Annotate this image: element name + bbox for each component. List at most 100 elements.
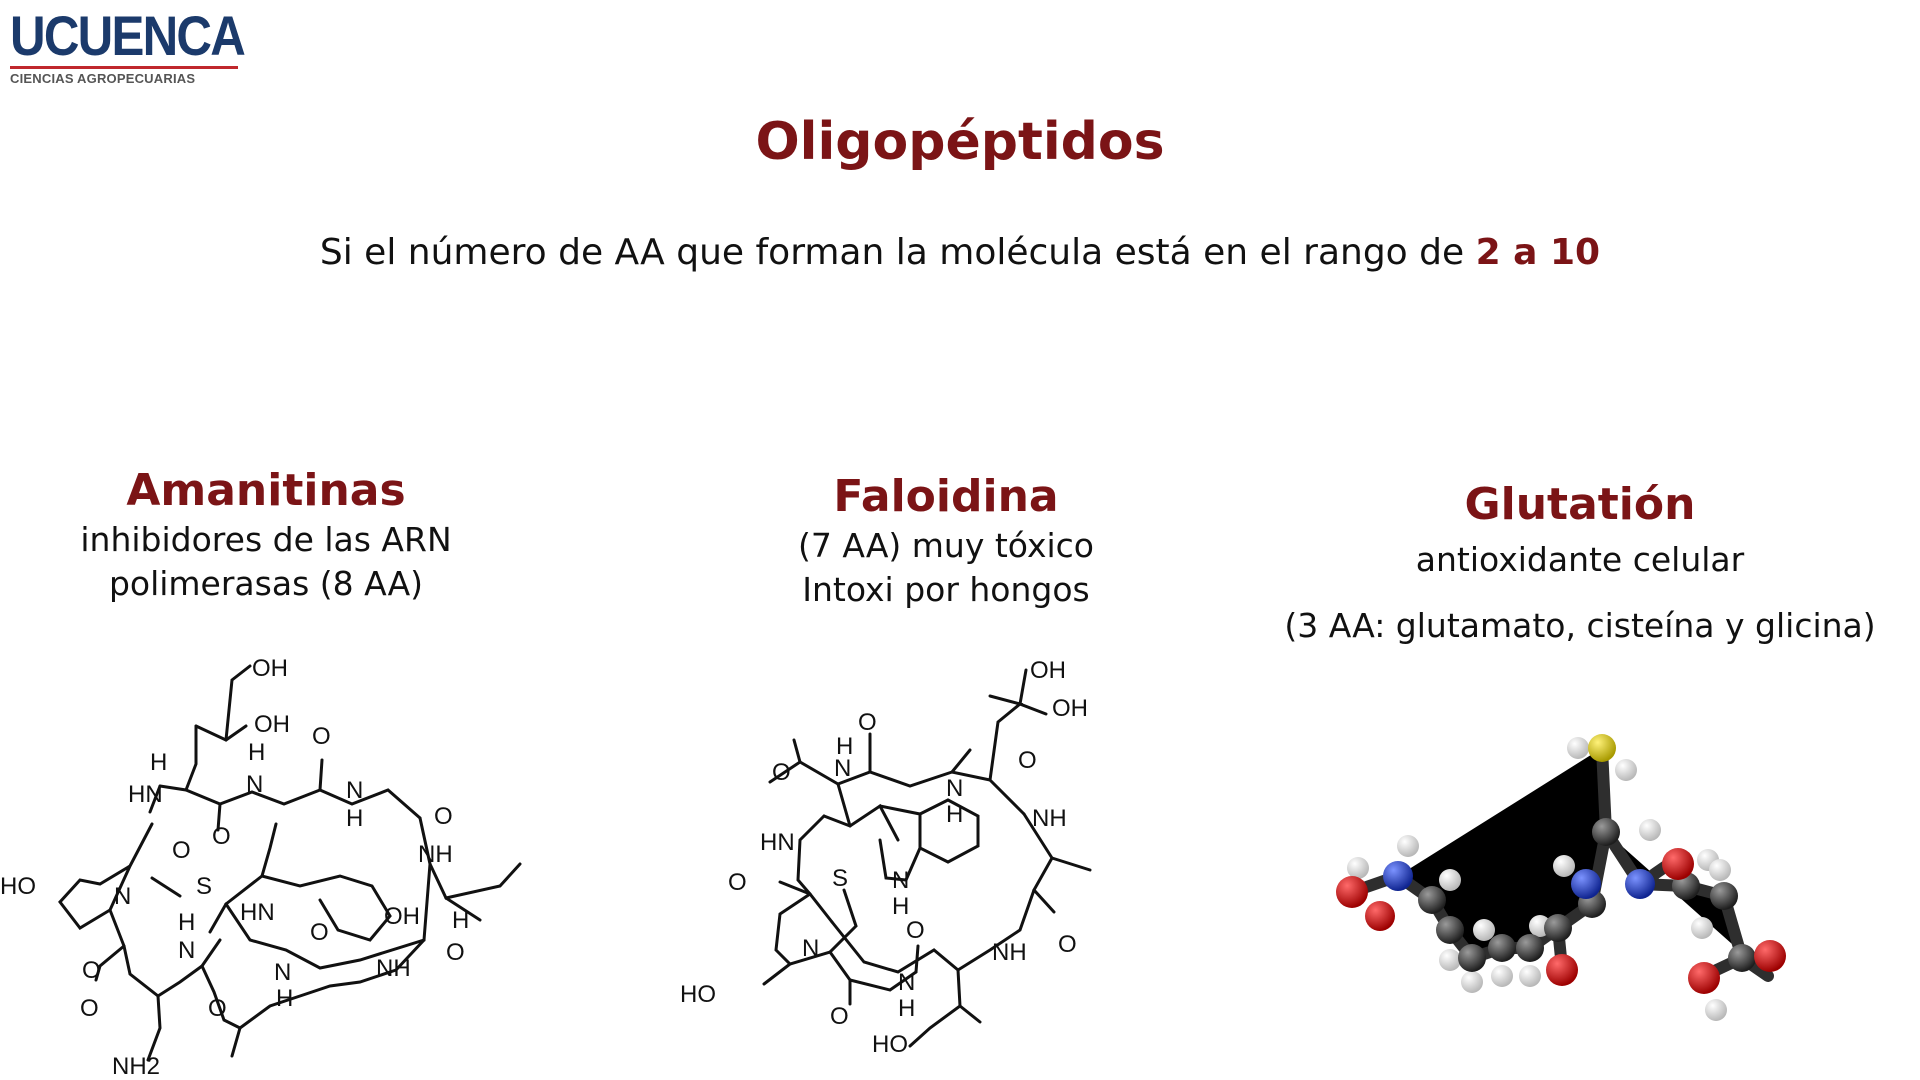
amanitin-label: O	[446, 939, 465, 966]
amanitin-label: O	[172, 837, 191, 864]
oxygen-atom	[1336, 876, 1368, 908]
phalloidin-label: OH	[1030, 657, 1066, 684]
hydrogen-atom	[1691, 917, 1713, 939]
subtitle-text: Si el número de AA que forman la molécul…	[319, 232, 1465, 273]
amanitin-label: H	[276, 985, 293, 1012]
amanitin-structure: OH OH H H O HN N N H O O NH HO N O S HN …	[0, 655, 522, 1080]
amanitin-label: H	[346, 805, 363, 832]
phalloidin-label: O	[830, 1003, 849, 1030]
carbon-atom	[1728, 944, 1756, 972]
hydrogen-atom	[1639, 819, 1661, 841]
carbon-atom	[1592, 818, 1620, 846]
amanitin-label: OH	[384, 903, 420, 930]
faloidina-block: Faloidina (7 AA) muy tóxico Intoxi por h…	[746, 470, 1146, 612]
phalloidin-label: H	[946, 801, 963, 828]
sulfur-atom	[1588, 734, 1616, 762]
hydrogen-atom	[1519, 965, 1541, 987]
phalloidin-label: O	[906, 917, 925, 944]
amanitin-label: NH	[418, 841, 453, 868]
amanitinas-desc-line1: inhibidores de las ARN	[80, 520, 452, 559]
amanitin-label: H	[452, 907, 469, 934]
hydrogen-atom	[1439, 949, 1461, 971]
glutathione-3d-model	[1336, 734, 1786, 1021]
amanitin-label: HO	[0, 873, 36, 900]
amanitin-label: H	[248, 739, 265, 766]
logo-underline	[10, 66, 238, 69]
phalloidin-label: HO	[872, 1031, 908, 1058]
phalloidin-label: N	[802, 935, 819, 962]
hydrogen-atom	[1553, 855, 1575, 877]
phalloidin-label: N	[946, 775, 963, 802]
phalloidin-label: H	[892, 893, 909, 920]
phalloidin-label: OH	[1052, 695, 1088, 722]
amanitin-label: H	[150, 749, 167, 776]
phalloidin-label: O	[1018, 747, 1037, 774]
hydrogen-atom	[1705, 999, 1727, 1021]
faloidina-title: Faloidina	[833, 471, 1059, 522]
amanitin-label: HN	[240, 899, 275, 926]
logo-subtitle: CIENCIAS AGROPECUARIAS	[10, 71, 196, 86]
oxygen-atom	[1546, 954, 1578, 986]
slide-title: Oligopéptidos	[755, 112, 1165, 172]
amanitin-label: HN	[128, 781, 163, 808]
glutation-block: Glutatión antioxidante celular (3 AA: gl…	[1280, 478, 1880, 648]
carbon-atom	[1436, 916, 1464, 944]
phalloidin-structure: OH OH H N O O N H O NH HN S N H O N O HO…	[680, 657, 1092, 1058]
amanitin-label: O	[310, 919, 329, 946]
oxygen-atom	[1365, 901, 1395, 931]
amanitin-label: O	[80, 995, 99, 1022]
faloidina-desc-line2: Intoxi por hongos	[802, 570, 1090, 609]
hydrogen-atom	[1397, 835, 1419, 857]
phalloidin-label: H	[898, 995, 915, 1022]
hydrogen-atom	[1709, 859, 1731, 881]
amanitin-label: N	[246, 771, 263, 798]
phalloidin-label: O	[858, 709, 877, 736]
slide-subtitle: Si el número de AA que forman la molécul…	[0, 232, 1920, 273]
amanitin-label: O	[82, 957, 101, 984]
phalloidin-label: O	[1058, 931, 1077, 958]
phalloidin-label: HO	[680, 981, 716, 1008]
amanitin-label: N	[346, 777, 363, 804]
hydrogen-atom	[1473, 919, 1495, 941]
carbon-atom	[1418, 886, 1446, 914]
oxygen-atom	[1754, 940, 1786, 972]
logo: UCUENCA CIENCIAS AGROPECUARIAS	[10, 8, 250, 86]
glutation-desc-line1: antioxidante celular	[1415, 540, 1745, 579]
hydrogen-atom	[1461, 971, 1483, 993]
amanitinas-desc-line2: polimerasas (8 AA)	[108, 564, 424, 603]
hydrogen-atom	[1439, 869, 1461, 891]
amanitin-label: O	[208, 995, 227, 1022]
phalloidin-label: N	[892, 867, 909, 894]
nitrogen-atom	[1571, 869, 1601, 899]
amanitin-label: O	[212, 823, 231, 850]
phalloidin-label: O	[772, 759, 791, 786]
logo-wordmark: UCUENCA	[10, 4, 246, 67]
hydrogen-atom	[1567, 737, 1589, 759]
phalloidin-label: S	[832, 865, 848, 892]
amanitin-label: OH	[252, 655, 288, 682]
hydrogen-atom	[1347, 857, 1369, 879]
oxygen-atom	[1662, 848, 1694, 880]
amanitin-label: O	[434, 803, 453, 830]
phalloidin-label: H	[836, 733, 853, 760]
carbon-atom	[1516, 934, 1544, 962]
faloidina-desc-line1: (7 AA) muy tóxico	[797, 526, 1095, 565]
oxygen-atom	[1688, 962, 1720, 994]
amanitin-label: NH2	[112, 1053, 160, 1080]
carbon-atom	[1458, 944, 1486, 972]
hydrogen-atom	[1491, 965, 1513, 987]
phalloidin-label: NH	[1032, 805, 1067, 832]
hydrogen-atom	[1615, 759, 1637, 781]
carbon-atom	[1488, 934, 1516, 962]
amanitin-label: S	[196, 873, 212, 900]
nitrogen-atom	[1383, 861, 1413, 891]
carbon-atom	[1544, 914, 1572, 942]
phalloidin-label: NH	[992, 939, 1027, 966]
phalloidin-label: HN	[760, 829, 795, 856]
amanitinas-block: Amanitinas inhibidores de las ARN polime…	[66, 464, 466, 606]
glutation-title: Glutatión	[1464, 479, 1696, 530]
amanitin-label: NH	[376, 955, 411, 982]
carbon-atom	[1710, 882, 1738, 910]
phalloidin-label: N	[834, 755, 851, 782]
amanitin-label: H	[178, 909, 195, 936]
